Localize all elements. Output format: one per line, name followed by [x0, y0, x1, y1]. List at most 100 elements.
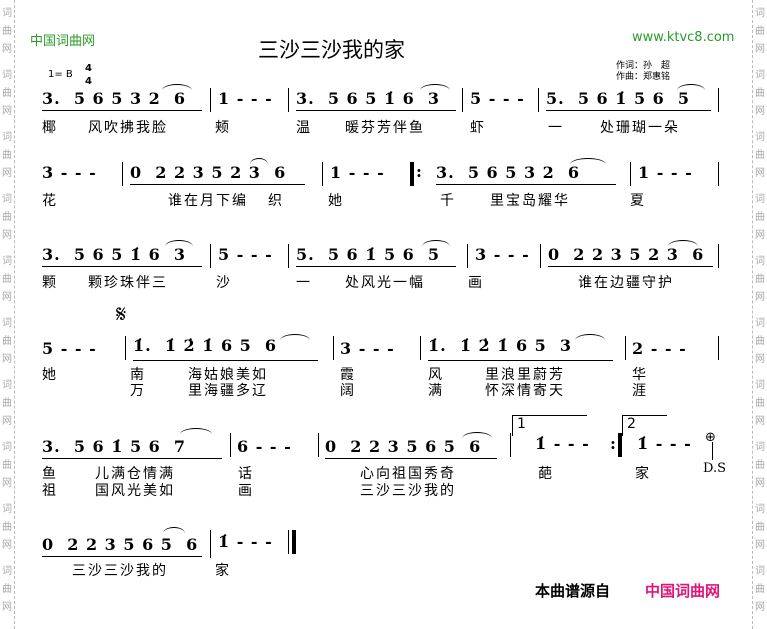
lyric-verse-2: 怀深情寄天	[485, 383, 565, 399]
lyric: 暖芬芳伴鱼	[345, 120, 425, 136]
composer: 作曲：郑惠铭	[616, 72, 671, 82]
lyric: 霞	[340, 367, 356, 383]
beam	[42, 556, 202, 557]
tie	[180, 428, 212, 441]
lyricist: 作词：孙 超	[616, 61, 671, 71]
barline	[538, 88, 539, 112]
beam	[42, 266, 202, 267]
key-signature: 1= B	[48, 69, 73, 80]
barline	[718, 88, 719, 112]
lyric: 心向祖国秀奇	[360, 466, 456, 482]
measure: 3. 5 6 5 1̇ 6 3	[296, 89, 441, 108]
tie	[462, 432, 492, 445]
lyric-verse-2: 画	[238, 483, 254, 499]
lyric: 三沙三沙我的	[72, 563, 168, 579]
watermark-text: 词曲网	[755, 318, 765, 365]
barline	[718, 244, 719, 268]
beam	[325, 458, 497, 459]
lyric: 话	[238, 466, 254, 482]
site-name[interactable]: 中国词曲网	[30, 34, 96, 49]
watermark-text: 词曲网	[2, 504, 12, 551]
watermark-text: 词曲网	[755, 8, 765, 55]
watermark-text: 词曲网	[755, 70, 765, 117]
lyric: 里浪里蔚芳	[485, 367, 565, 383]
watermark-text: 词曲网	[2, 380, 12, 427]
source-site-link[interactable]: 中国词曲网	[645, 582, 721, 600]
source-label: 本曲谱源自	[535, 582, 611, 600]
measure: 3 - - -	[42, 163, 97, 182]
lyric-verse-2: 阔	[340, 383, 356, 399]
barline	[630, 162, 631, 186]
lyric: 鱼	[42, 466, 58, 482]
left-watermark-strip	[0, 0, 15, 629]
measure: 0 2 2 3 5 6 5 6	[325, 437, 482, 456]
measure: 1 - - -	[330, 163, 385, 182]
lyric: 风吹拂我脸	[88, 120, 168, 136]
barline	[467, 244, 468, 268]
measure: 1 - - -	[218, 89, 273, 108]
lyric: 温	[296, 120, 312, 136]
time-signature-bottom: 4	[85, 76, 92, 87]
watermark-text: 词曲网	[2, 194, 12, 241]
lyric: 颗珍珠伴三	[88, 275, 168, 291]
lyric: 画	[468, 275, 484, 291]
barline	[210, 244, 211, 268]
measure: 0 2 2 3 5 2 3 6	[130, 163, 287, 182]
barline	[333, 336, 334, 360]
tie	[163, 527, 185, 540]
tie	[422, 240, 450, 253]
lyric: 风	[428, 367, 444, 383]
time-signature-top: 4	[85, 63, 92, 74]
watermark-text: 词曲网	[2, 8, 12, 55]
tie	[668, 240, 698, 253]
lyric-verse-2: 满	[428, 383, 444, 399]
lyric: 谁在边疆守护	[578, 275, 674, 291]
measure: 0 2 2 3 5 2 3 6	[548, 245, 705, 264]
barline	[462, 88, 463, 112]
barline	[718, 162, 719, 186]
watermark-text: 词曲网	[755, 132, 765, 179]
measure: 1̇ - - -	[535, 434, 590, 453]
measure: 1̇. 1̇ 2̇ 1̇ 6 5 6	[133, 336, 278, 355]
measure: 0 2 2 3 5 6 5 6	[42, 535, 199, 554]
measure: 3 - - -	[340, 339, 395, 358]
lyric: 她	[42, 367, 58, 383]
barline	[318, 433, 319, 457]
tie	[570, 158, 606, 171]
measure: 5. 5 6 1̇ 5 6 5	[546, 89, 691, 108]
repeat-dots: :	[610, 434, 617, 453]
repeat-dots: :	[416, 162, 423, 181]
measure: 5 - - -	[218, 245, 273, 264]
tie	[575, 334, 605, 347]
barline	[230, 433, 231, 457]
final-barline-thick	[292, 530, 296, 554]
measure: 3. 5 6 5 3 2 6	[436, 163, 581, 182]
tie	[165, 240, 193, 253]
tie	[280, 334, 310, 347]
beam	[548, 266, 713, 267]
lyric-verse-2: 祖	[42, 483, 58, 499]
barline	[510, 433, 511, 457]
lyric-verse-2: 涯	[632, 383, 648, 399]
lyric: 千	[440, 193, 456, 209]
site-url[interactable]: www.ktvc8.com	[632, 30, 735, 45]
lyric: 夏	[630, 193, 646, 209]
repeat-start-barline	[410, 162, 414, 186]
lyric: 家	[635, 466, 651, 482]
beam	[133, 360, 318, 361]
watermark-text: 词曲网	[755, 194, 765, 241]
beam	[436, 184, 616, 185]
lyric-verse-2: 国风光美如	[95, 483, 175, 499]
lyric: 她	[328, 193, 344, 209]
right-watermark-strip	[752, 0, 767, 629]
repeat-end-barline	[618, 433, 622, 457]
watermark-text: 词曲网	[2, 442, 12, 489]
lyric: 颊	[215, 120, 231, 136]
barline	[122, 162, 123, 186]
lyric: 织	[268, 193, 284, 209]
measure: 5. 5 6 1̇ 5 6 5	[296, 245, 441, 264]
final-barline-thin	[288, 530, 289, 554]
watermark-text: 词曲网	[2, 256, 12, 303]
measure: 2 - - -	[632, 339, 687, 358]
